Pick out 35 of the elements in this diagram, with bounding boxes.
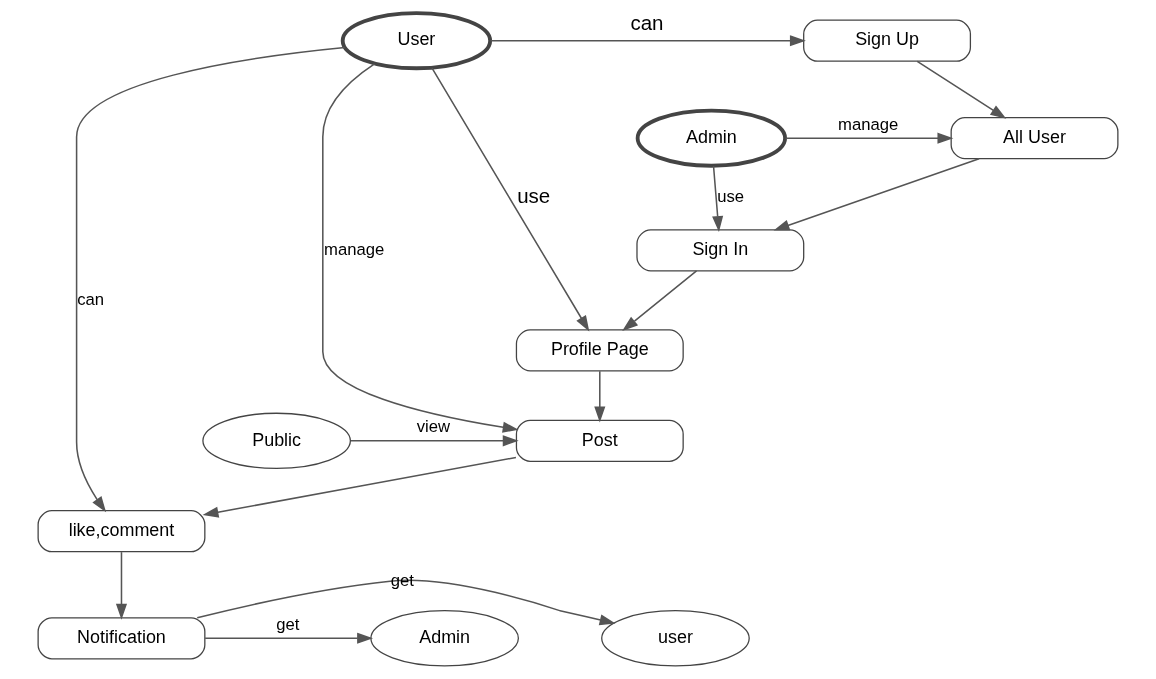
arrow <box>431 67 590 332</box>
edge-label: use <box>517 183 551 207</box>
arrow <box>196 579 616 626</box>
arrow <box>322 63 519 433</box>
node-box: Notification <box>37 617 206 660</box>
arrow <box>75 46 346 513</box>
node-ellipse: Admin <box>635 108 788 168</box>
node-box: Sign Up <box>803 19 972 62</box>
arrow <box>594 370 606 423</box>
arrow <box>202 456 517 518</box>
node-box: like,comment <box>37 510 206 553</box>
arrow <box>773 158 980 231</box>
edge-label: manage <box>838 114 899 134</box>
edge-label: view <box>416 417 451 437</box>
edge-label: manage <box>324 239 385 259</box>
edge-label: can <box>77 289 105 309</box>
node-box: Profile Page <box>515 329 684 372</box>
edge-label: can <box>630 11 664 35</box>
arrow <box>350 435 519 447</box>
arrow <box>204 632 374 644</box>
arrow <box>115 551 128 620</box>
node-ellipse: Admin <box>370 610 519 667</box>
node-box: All User <box>950 117 1119 160</box>
arrow <box>489 35 806 47</box>
arrow <box>916 60 1007 119</box>
node-ellipse: user <box>601 610 750 667</box>
node-box: Sign In <box>636 229 805 272</box>
arrow <box>712 165 724 232</box>
node-ellipse: User <box>340 11 493 71</box>
node-ellipse: Public <box>202 412 351 469</box>
arrow <box>622 270 698 332</box>
node-box: Post <box>515 419 684 462</box>
arrow <box>784 132 954 144</box>
edge-label: get <box>276 614 300 634</box>
edge-label: use <box>717 187 745 207</box>
